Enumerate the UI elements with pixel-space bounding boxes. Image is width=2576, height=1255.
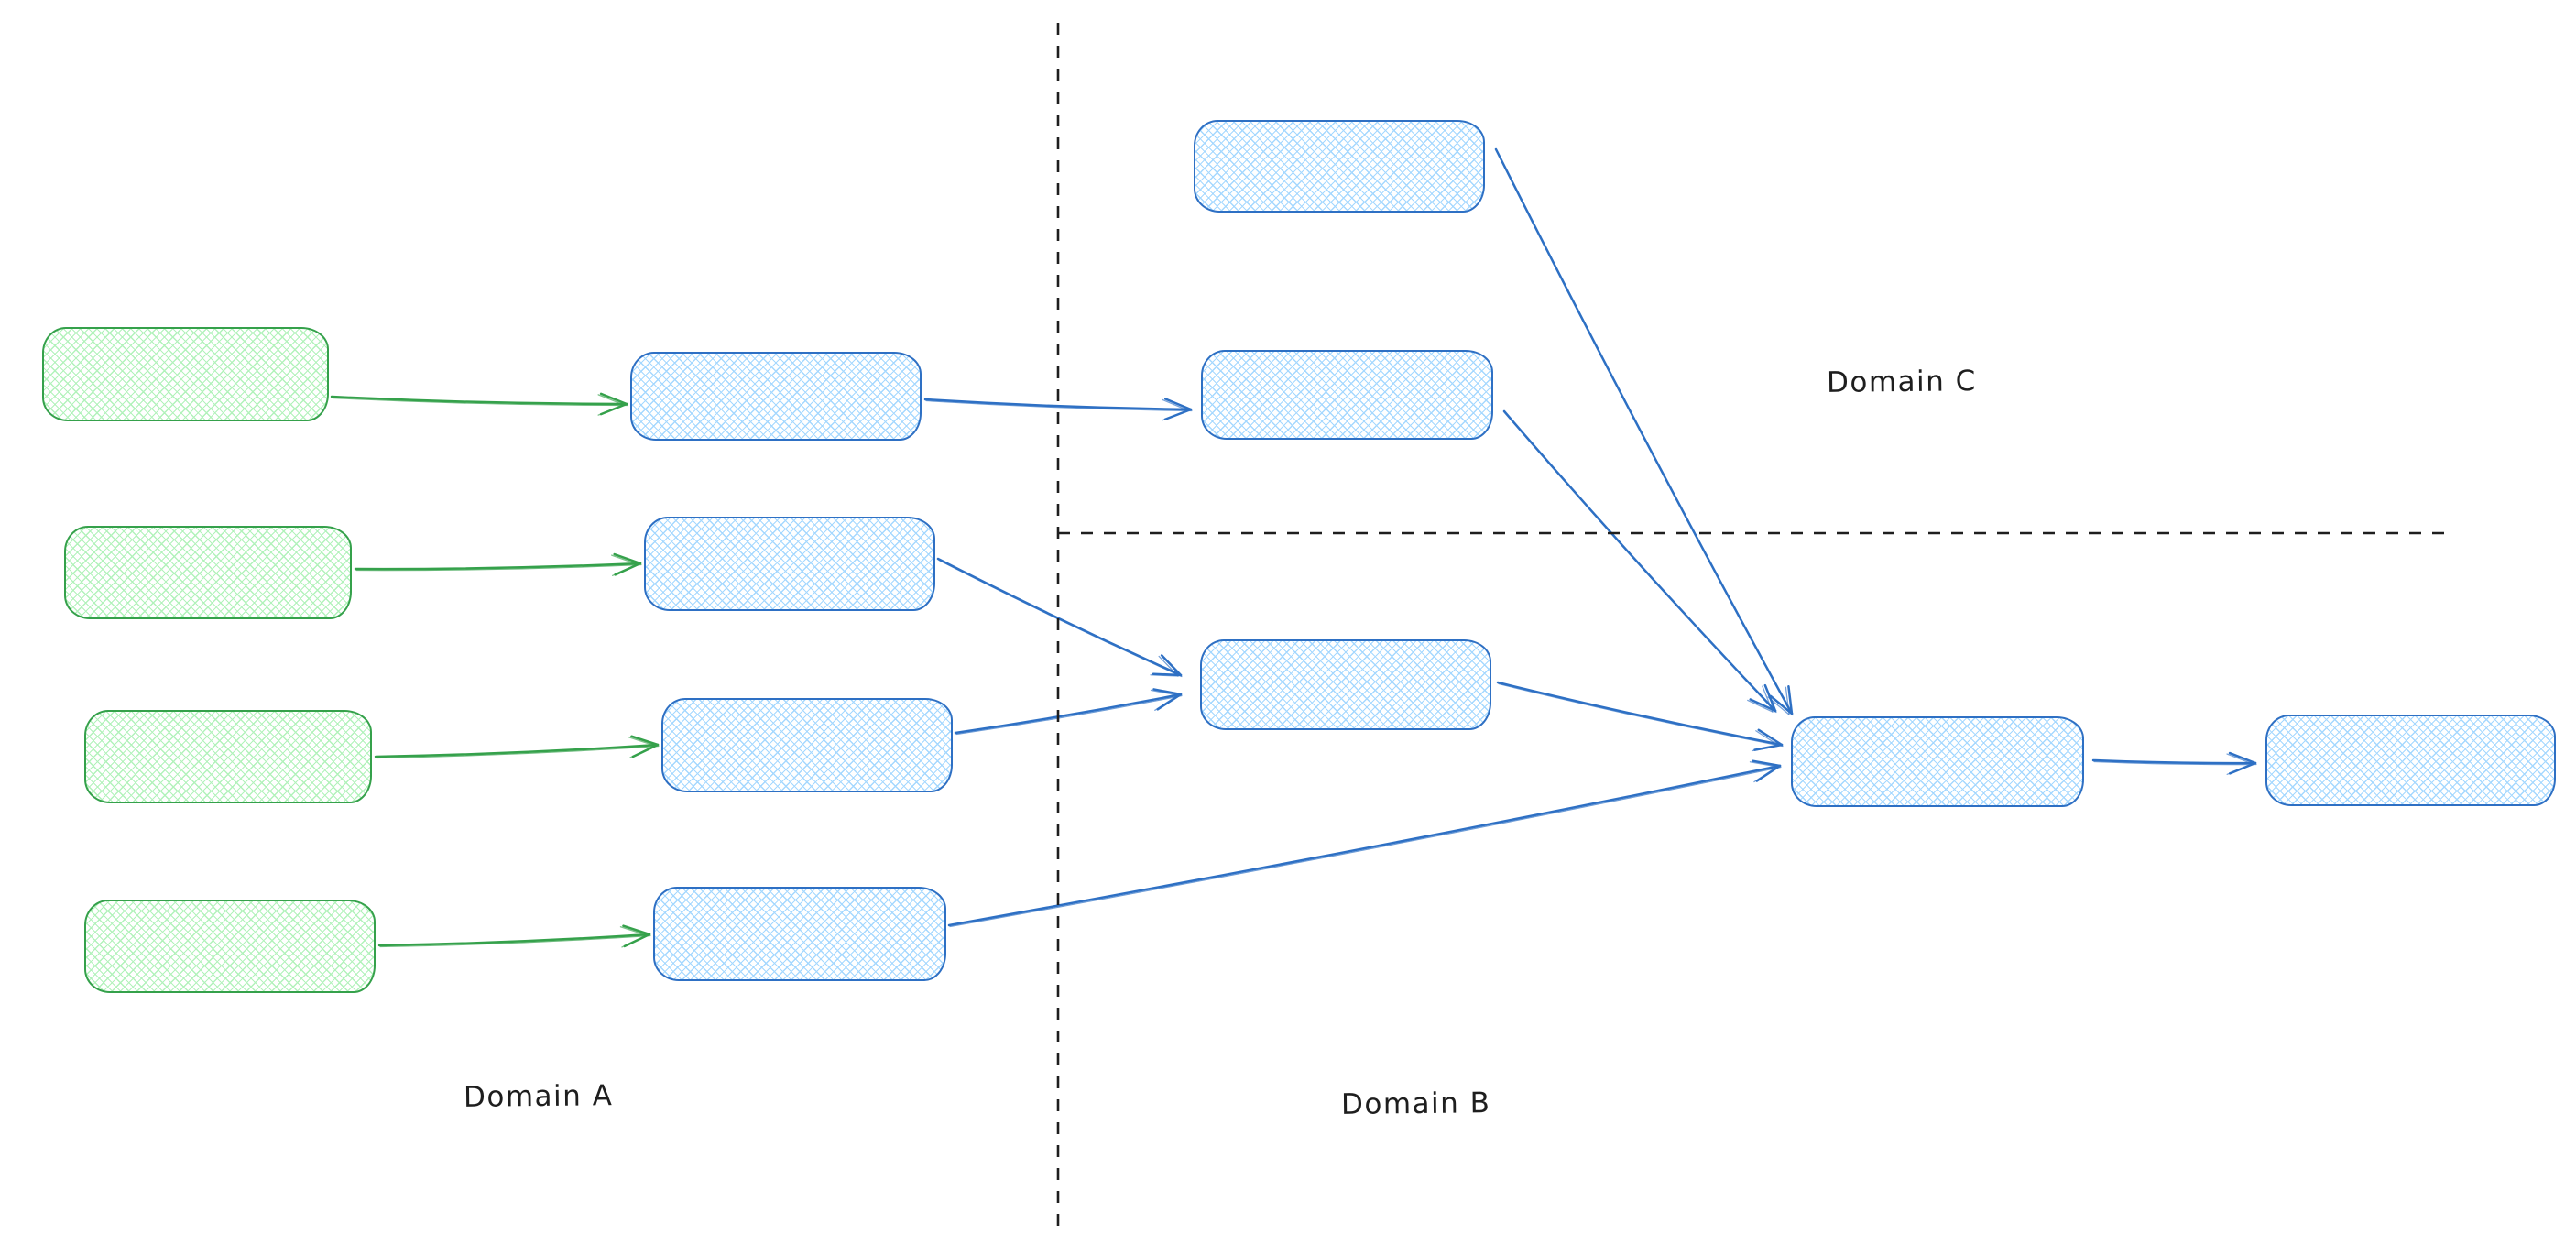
node-green-3: [84, 710, 372, 803]
edge-green2-to-a2: [354, 552, 642, 576]
edge-green1-to-a1: [330, 392, 628, 416]
domain-a-label: Domain A: [463, 1079, 614, 1114]
edge-a2-to-b2: [936, 557, 1183, 678]
node-blue-top: [1194, 120, 1485, 213]
node-green-2: [64, 526, 352, 619]
domain-c-label: Domain C: [1826, 365, 1977, 399]
node-blue-a3: [661, 698, 953, 792]
node-blue-a4: [653, 887, 946, 981]
node-blue-b2: [1200, 639, 1491, 730]
edge-green4-to-a4: [377, 924, 651, 948]
node-blue-hub: [1791, 716, 2084, 807]
edge-b2-to-hub: [1496, 681, 1784, 752]
node-green-4: [84, 900, 376, 993]
node-blue-end: [2265, 715, 2556, 806]
node-green-1: [42, 327, 329, 421]
edge-hub-to-end: [2091, 751, 2257, 775]
edge-a3-to-b2: [954, 688, 1183, 736]
edge-green3-to-a3: [374, 735, 660, 759]
domain-b-label: Domain B: [1340, 1086, 1491, 1121]
node-blue-a2: [644, 517, 935, 611]
edge-top-to-hub: [1494, 147, 1794, 716]
edge-a4-to-hub: [947, 759, 1782, 928]
node-blue-b1: [1201, 350, 1493, 440]
node-blue-a1: [630, 352, 922, 441]
edge-b1-to-hub: [1502, 409, 1777, 714]
edge-a1-to-b1: [923, 398, 1193, 421]
